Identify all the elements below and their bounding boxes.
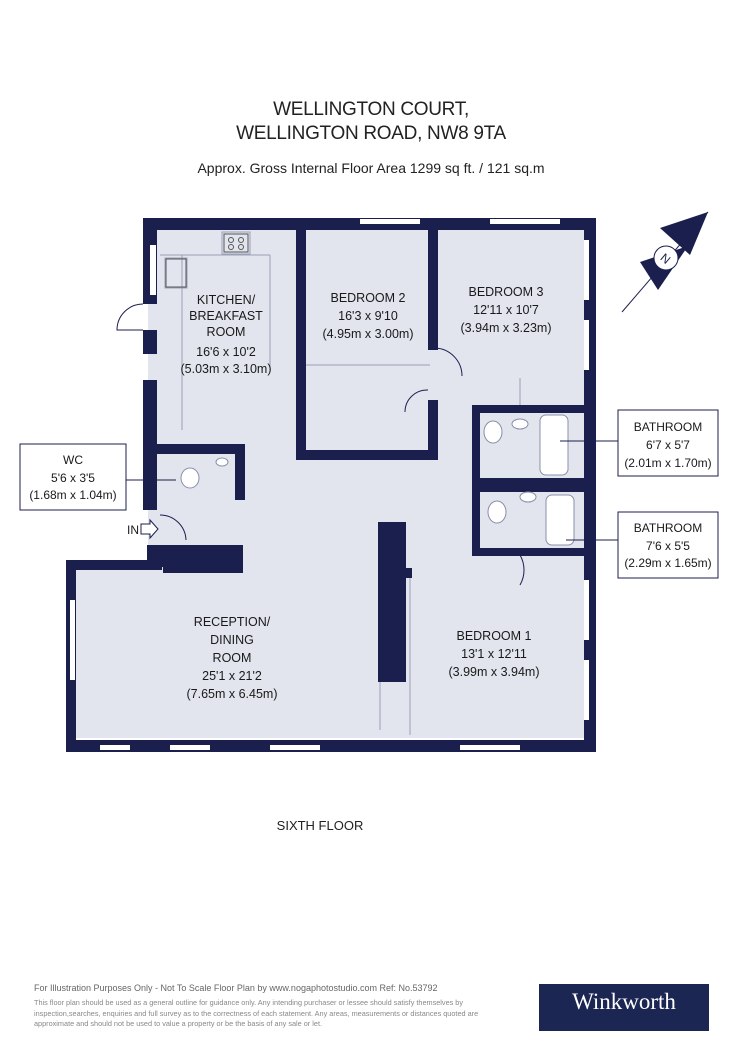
- callout-bathroom-1: BATHROOM 6'7 x 5'7 (2.01m x 1.70m): [560, 409, 719, 477]
- kitchen-name-3: ROOM: [207, 325, 246, 339]
- wc-metric: (1.68m x 1.04m): [29, 488, 116, 502]
- basin-icon: [511, 418, 529, 430]
- bedroom3-metric: (3.94m x 3.23m): [460, 321, 551, 335]
- room-label-bedroom2: BEDROOM 2 16'3 x 9'10 (4.95m x 3.00m): [322, 291, 413, 341]
- bath2-metric: (2.29m x 1.65m): [624, 556, 711, 570]
- hob-icon: [223, 233, 249, 253]
- doors: [116, 303, 525, 586]
- floor-area-text: Approx. Gross Internal Floor Area 1299 s…: [197, 160, 545, 176]
- bedroom2-imperial: 16'3 x 9'10: [338, 309, 398, 323]
- brand-logo: Winkworth: [539, 984, 709, 1031]
- entrance-marker: IN: [127, 518, 159, 540]
- reception-metric: (7.65m x 6.45m): [186, 687, 277, 701]
- kitchen-imperial: 16'6 x 10'2: [196, 345, 256, 359]
- footer-credit: For Illustration Purposes Only - Not To …: [34, 983, 438, 993]
- bath2-imperial: 7'6 x 5'5: [646, 539, 690, 553]
- bath-icon: [539, 414, 569, 476]
- bath1-metric: (2.01m x 1.70m): [624, 456, 711, 470]
- room-label-kitchen: KITCHEN/ BREAKFAST ROOM 16'6 x 10'2 (5.0…: [180, 293, 271, 376]
- kitchen-name-1: KITCHEN/: [197, 293, 256, 307]
- footer-disclaimer: This floor plan should be used as a gene…: [34, 998, 479, 1028]
- bedroom1-imperial: 13'1 x 12'11: [461, 647, 527, 661]
- callout-wc: WC 5'6 x 3'5 (1.68m x 1.04m): [19, 443, 176, 511]
- bath-icon-2: [545, 494, 575, 546]
- wc-toilet-icon: [180, 467, 200, 489]
- bedroom3-name: BEDROOM 3: [468, 285, 543, 299]
- floor-level-label: SIXTH FLOOR: [276, 818, 364, 833]
- plan-header: WELLINGTON COURT, WELLINGTON ROAD, NW8 9…: [0, 98, 742, 176]
- room-label-reception: RECEPTION/ DINING ROOM 25'1 x 21'2 (7.65…: [186, 615, 277, 701]
- bath1-imperial: 6'7 x 5'7: [646, 438, 690, 452]
- property-title-line2: WELLINGTON ROAD, NW8 9TA: [236, 123, 506, 144]
- kitchen-metric: (5.03m x 3.10m): [180, 362, 271, 376]
- entrance-arrow-icon: [140, 518, 159, 540]
- bedroom2-name: BEDROOM 2: [330, 291, 405, 305]
- bedroom1-name: BEDROOM 1: [456, 629, 531, 643]
- kitchen-fixtures: [165, 233, 249, 288]
- door-swing: [116, 303, 144, 331]
- bathroom-fixtures: [180, 414, 575, 546]
- basin-icon-2: [519, 491, 537, 503]
- wc-basin-icon: [215, 457, 229, 467]
- bath2-name: BATHROOM: [634, 521, 702, 535]
- room-label-bedroom3: BEDROOM 3 12'11 x 10'7 (3.94m x 3.23m): [460, 285, 551, 335]
- property-title-line1: WELLINGTON COURT,: [273, 99, 469, 120]
- wc-imperial: 5'6 x 3'5: [51, 471, 95, 485]
- reception-name-2: DINING: [210, 633, 254, 647]
- sink-icon: [165, 258, 187, 288]
- reception-name-3: ROOM: [213, 651, 252, 665]
- bedroom3-imperial: 12'11 x 10'7: [473, 303, 539, 317]
- entrance-label: IN: [127, 523, 139, 537]
- wc-name: WC: [63, 453, 83, 467]
- bedroom2-metric: (4.95m x 3.00m): [322, 327, 413, 341]
- brand-name: Winkworth: [572, 989, 676, 1014]
- bedroom1-metric: (3.99m x 3.94m): [448, 665, 539, 679]
- kitchen-name-2: BREAKFAST: [189, 309, 263, 323]
- toilet-icon: [483, 420, 503, 444]
- reception-name-1: RECEPTION/: [194, 615, 271, 629]
- toilet-icon-2: [487, 500, 507, 524]
- room-label-bedroom1: BEDROOM 1 13'1 x 12'11 (3.99m x 3.94m): [448, 629, 539, 679]
- compass-icon: N: [621, 211, 709, 313]
- reception-imperial: 25'1 x 21'2: [202, 669, 262, 683]
- callout-bathroom-2: BATHROOM 7'6 x 5'5 (2.29m x 1.65m): [566, 511, 719, 579]
- bath1-name: BATHROOM: [634, 420, 702, 434]
- floor-fills: [70, 222, 590, 738]
- windows: [70, 219, 589, 750]
